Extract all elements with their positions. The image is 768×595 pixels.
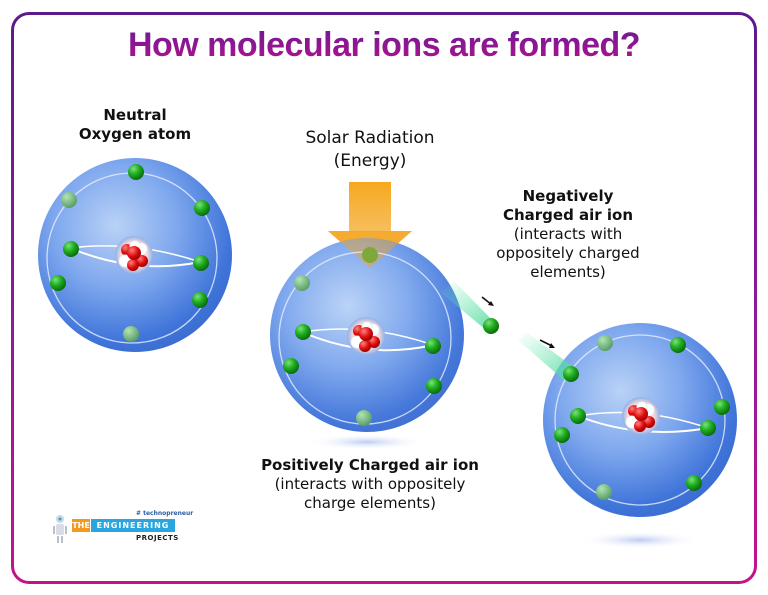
- logo-word-engineering: ENGINEERING: [91, 519, 175, 532]
- negative-ion-label: Negatively Charged air ion (interacts wi…: [478, 187, 658, 282]
- label-line: Solar Radiation: [305, 128, 435, 148]
- logo-word-the: THE: [72, 519, 90, 532]
- diagram-title: How molecular ions are formed?: [0, 26, 768, 65]
- label-line: elements): [530, 263, 606, 281]
- label-line: (interacts with: [513, 225, 623, 243]
- label-line: Positively Charged air ion: [261, 456, 479, 474]
- robot-icon: [53, 515, 67, 543]
- logo-word-projects: PROJECTS: [136, 534, 179, 542]
- neutral-oxygen-atom: [38, 158, 232, 352]
- label-line: (interacts with oppositely: [274, 475, 466, 493]
- label-line: oppositely charged: [496, 244, 640, 262]
- solar-radiation-label: Solar Radiation (Energy): [270, 127, 470, 173]
- free-electron: [440, 282, 499, 334]
- engineering-projects-logo: # technopreneur THE ENGINEERING PROJECTS: [50, 508, 193, 548]
- label-line: Neutral: [103, 106, 167, 124]
- label-line: Oxygen atom: [78, 125, 192, 143]
- label-line: Negatively: [522, 187, 614, 205]
- negative-ion-atom: [518, 323, 737, 517]
- positive-ion-label: Positively Charged air ion (interacts wi…: [240, 456, 500, 513]
- positive-ion-atom: [270, 231, 464, 432]
- label-line: charge elements): [304, 494, 436, 512]
- label-line: Charged air ion: [502, 206, 634, 224]
- label-line: (Energy): [333, 151, 407, 171]
- neutral-atom-label: Neutral Oxygen atom: [40, 106, 230, 144]
- logo-tagline: # technopreneur: [136, 510, 194, 517]
- motion-arrow-icon: [539, 339, 553, 347]
